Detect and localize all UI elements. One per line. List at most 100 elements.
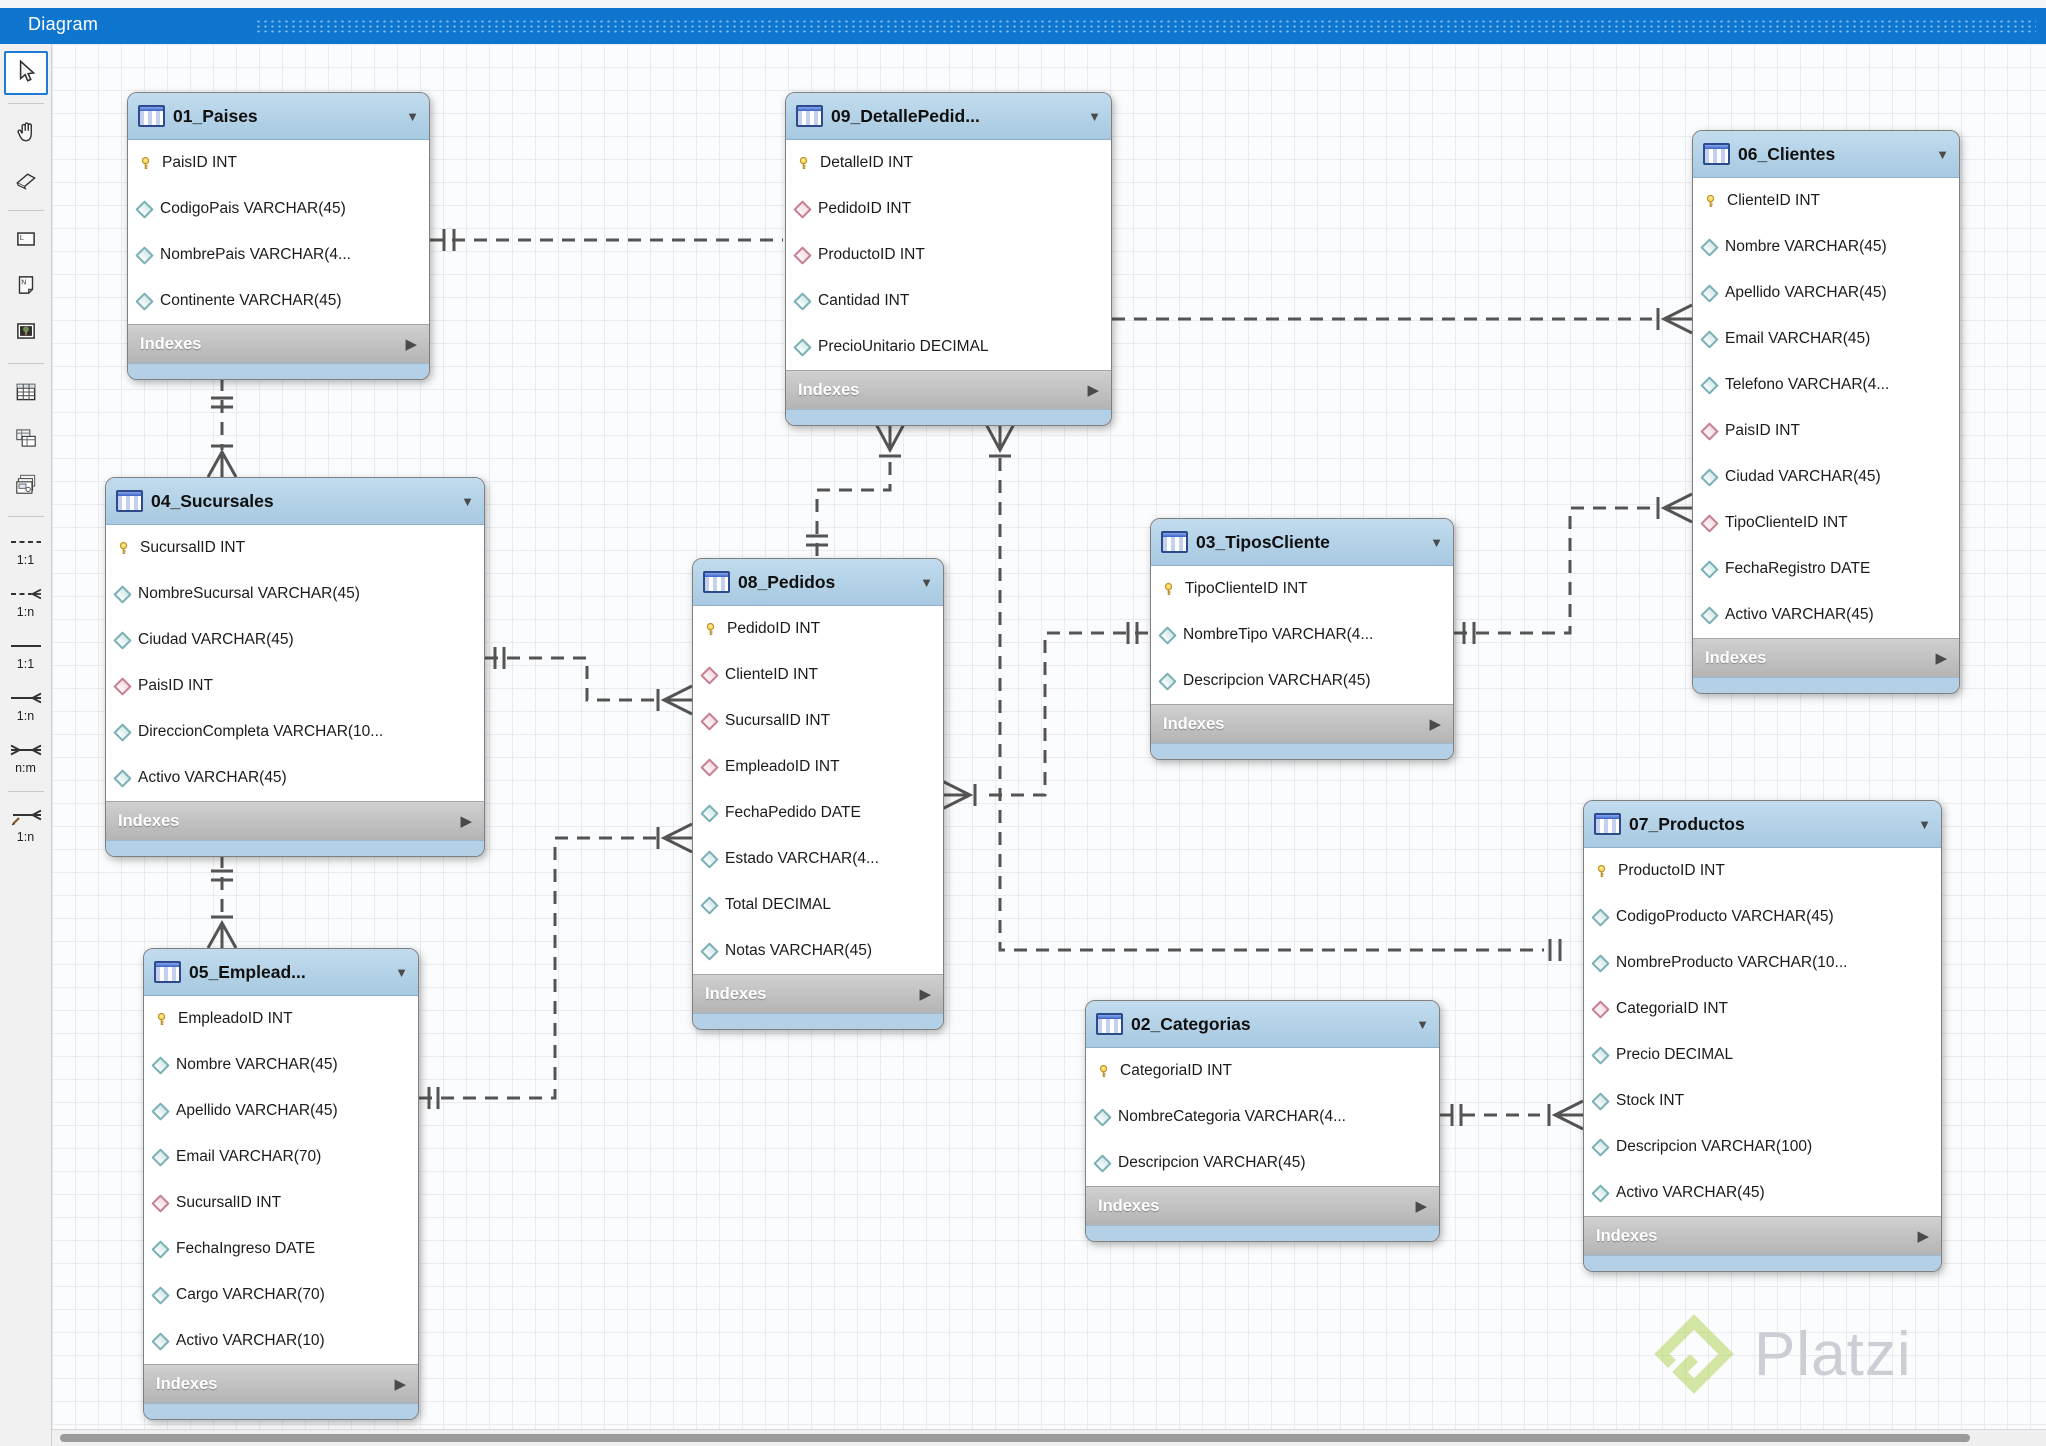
collapse-arrow-icon[interactable]: ▼ [461, 493, 474, 509]
note-tool-button[interactable]: N [4, 265, 48, 309]
collapse-arrow-icon[interactable]: ▼ [920, 574, 933, 590]
table-column-row[interactable]: PedidoID INT [786, 186, 1111, 232]
table-header[interactable]: 06_Clientes▼ [1693, 131, 1959, 178]
table-column-row[interactable]: Activo VARCHAR(45) [106, 755, 484, 801]
table-column-row[interactable]: Precio DECIMAL [1584, 1032, 1941, 1078]
table-column-row[interactable]: Total DECIMAL [693, 882, 943, 928]
table-header[interactable]: 09_DetallePedid...▼ [786, 93, 1111, 140]
table-column-row[interactable]: Apellido VARCHAR(45) [1693, 270, 1959, 316]
table-column-row[interactable]: Continente VARCHAR(45) [128, 278, 429, 324]
table-column-row[interactable]: PedidoID INT [693, 606, 943, 652]
table-column-row[interactable]: CodigoPais VARCHAR(45) [128, 186, 429, 232]
expand-indexes-icon[interactable]: ▶ [460, 813, 472, 830]
table-column-row[interactable]: Cargo VARCHAR(70) [144, 1272, 418, 1318]
table-column-row[interactable]: Ciudad VARCHAR(45) [106, 617, 484, 663]
collapse-arrow-icon[interactable]: ▼ [395, 964, 408, 980]
expand-indexes-icon[interactable]: ▶ [1087, 382, 1099, 399]
rel-n-m-tool-button[interactable]: n:m [4, 733, 48, 783]
collapse-arrow-icon[interactable]: ▼ [1918, 816, 1931, 832]
indexes-bar[interactable]: Indexes▶ [106, 801, 484, 840]
expand-indexes-icon[interactable]: ▶ [1415, 1198, 1427, 1215]
layer-tool-button[interactable]: L [4, 219, 48, 263]
table-column-row[interactable]: Apellido VARCHAR(45) [144, 1088, 418, 1134]
table-column-row[interactable]: EmpleadoID INT [693, 744, 943, 790]
table-column-row[interactable]: Nombre VARCHAR(45) [1693, 224, 1959, 270]
rel-1-1-non-identifying-tool-button[interactable]: 1:1 [4, 525, 48, 575]
horizontal-scrollbar-thumb[interactable] [60, 1434, 1970, 1442]
table-column-row[interactable]: NombreProducto VARCHAR(10... [1584, 940, 1941, 986]
horizontal-scrollbar[interactable] [52, 1429, 2046, 1446]
rel-1-n-identifying-tool-button[interactable]: 1:n [4, 681, 48, 731]
table-header[interactable]: 04_Sucursales▼ [106, 478, 484, 525]
indexes-bar[interactable]: Indexes▶ [144, 1364, 418, 1403]
table-column-row[interactable]: SucursalID INT [693, 698, 943, 744]
table-column-row[interactable]: CategoriaID INT [1086, 1048, 1439, 1094]
rel-1-n-non-identifying-tool-button[interactable]: 1:n [4, 577, 48, 627]
expand-indexes-icon[interactable]: ▶ [1935, 650, 1947, 667]
table-column-row[interactable]: Estado VARCHAR(4... [693, 836, 943, 882]
indexes-bar[interactable]: Indexes▶ [1086, 1186, 1439, 1225]
table-column-row[interactable]: Activo VARCHAR(45) [1693, 592, 1959, 638]
table-column-row[interactable]: Notas VARCHAR(45) [693, 928, 943, 974]
table-column-row[interactable]: FechaPedido DATE [693, 790, 943, 836]
indexes-bar[interactable]: Indexes▶ [693, 974, 943, 1013]
expand-indexes-icon[interactable]: ▶ [1429, 716, 1441, 733]
expand-indexes-icon[interactable]: ▶ [394, 1376, 406, 1393]
indexes-bar[interactable]: Indexes▶ [786, 370, 1111, 409]
table-column-row[interactable]: Descripcion VARCHAR(45) [1086, 1140, 1439, 1186]
collapse-arrow-icon[interactable]: ▼ [1936, 146, 1949, 162]
table-column-row[interactable]: PrecioUnitario DECIMAL [786, 324, 1111, 370]
rel-1-n-pick-tool-button[interactable]: 1:n [4, 800, 48, 850]
table-header[interactable]: 02_Categorias▼ [1086, 1001, 1439, 1048]
table-column-row[interactable]: TipoClienteID INT [1151, 566, 1453, 612]
table-column-row[interactable]: EmpleadoID INT [144, 996, 418, 1042]
collapse-arrow-icon[interactable]: ▼ [1088, 108, 1101, 124]
table-header[interactable]: 08_Pedidos▼ [693, 559, 943, 606]
table-column-row[interactable]: NombreSucursal VARCHAR(45) [106, 571, 484, 617]
rel-1-1-identifying-tool-button[interactable]: 1:1 [4, 629, 48, 679]
expand-indexes-icon[interactable]: ▶ [1917, 1228, 1929, 1245]
indexes-bar[interactable]: Indexes▶ [128, 324, 429, 363]
table-column-row[interactable]: Cantidad INT [786, 278, 1111, 324]
table-column-row[interactable]: TipoClienteID INT [1693, 500, 1959, 546]
table-header[interactable]: 03_TiposCliente▼ [1151, 519, 1453, 566]
table-column-row[interactable]: Activo VARCHAR(45) [1584, 1170, 1941, 1216]
table-column-row[interactable]: Email VARCHAR(70) [144, 1134, 418, 1180]
indexes-bar[interactable]: Indexes▶ [1693, 638, 1959, 677]
table-header[interactable]: 01_Paises▼ [128, 93, 429, 140]
table-column-row[interactable]: ProductoID INT [1584, 848, 1941, 894]
table-column-row[interactable]: Stock INT [1584, 1078, 1941, 1124]
table-column-row[interactable]: SucursalID INT [144, 1180, 418, 1226]
routine-group-tool-button[interactable] [4, 464, 48, 508]
collapse-arrow-icon[interactable]: ▼ [406, 108, 419, 124]
table-column-row[interactable]: PaisID INT [1693, 408, 1959, 454]
table-column-row[interactable]: PaisID INT [128, 140, 429, 186]
table-header[interactable]: 05_Emplead...▼ [144, 949, 418, 996]
table-column-row[interactable]: FechaIngreso DATE [144, 1226, 418, 1272]
table-column-row[interactable]: FechaRegistro DATE [1693, 546, 1959, 592]
table-column-row[interactable]: DetalleID INT [786, 140, 1111, 186]
table-column-row[interactable]: DireccionCompleta VARCHAR(10... [106, 709, 484, 755]
table-column-row[interactable]: NombreTipo VARCHAR(4... [1151, 612, 1453, 658]
indexes-bar[interactable]: Indexes▶ [1151, 704, 1453, 743]
table-column-row[interactable]: Descripcion VARCHAR(45) [1151, 658, 1453, 704]
table-column-row[interactable]: Activo VARCHAR(10) [144, 1318, 418, 1364]
view-tool-button[interactable] [4, 418, 48, 462]
collapse-arrow-icon[interactable]: ▼ [1416, 1016, 1429, 1032]
eraser-tool-button[interactable] [4, 158, 48, 202]
table-column-row[interactable]: ProductoID INT [786, 232, 1111, 278]
table-column-row[interactable]: Email VARCHAR(45) [1693, 316, 1959, 362]
expand-indexes-icon[interactable]: ▶ [405, 336, 417, 353]
table-column-row[interactable]: PaisID INT [106, 663, 484, 709]
table-column-row[interactable]: NombreCategoria VARCHAR(4... [1086, 1094, 1439, 1140]
table-column-row[interactable]: Nombre VARCHAR(45) [144, 1042, 418, 1088]
table-column-row[interactable]: CategoriaID INT [1584, 986, 1941, 1032]
table-header[interactable]: 07_Productos▼ [1584, 801, 1941, 848]
